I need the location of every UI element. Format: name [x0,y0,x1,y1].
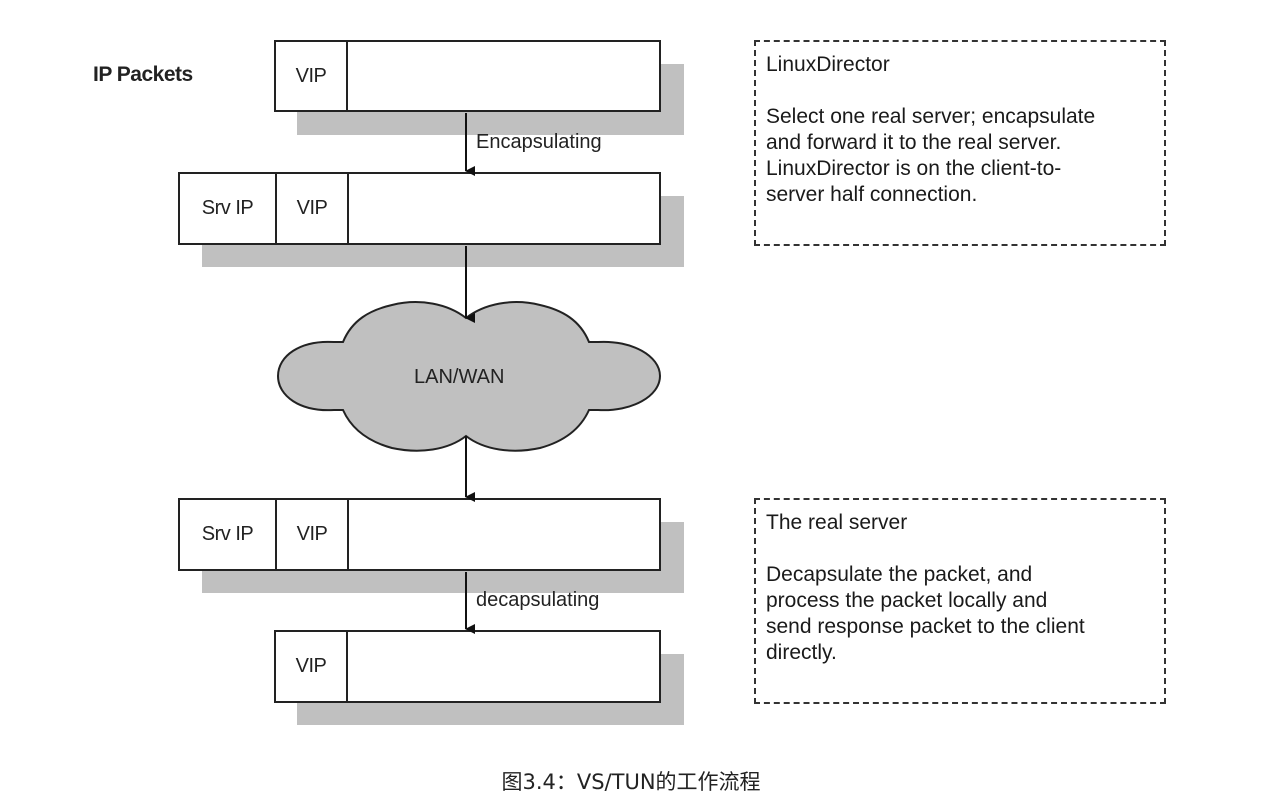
packet-field-vip: VIP [276,632,348,701]
note-title: LinuxDirector [766,53,890,76]
packet-received: Srv IP VIP [178,498,661,571]
encapsulating-label: Encapsulating [476,131,602,153]
packet-original: VIP [274,40,661,112]
packet-field-vip: VIP [276,42,348,110]
note-line: send response packet to the client [766,615,1085,638]
note-line: directly. [766,641,837,664]
packet-field-srv-ip: Srv IP [180,174,277,243]
figure-caption: 图3.4：VS/TUN的工作流程 [501,770,761,794]
note-line: LinuxDirector is on the client-to- [766,157,1062,180]
packet-decapsulated: VIP [274,630,661,703]
note-line: process the packet locally and [766,589,1048,612]
note-line: Decapsulate the packet, and [766,563,1033,586]
note-linuxdirector: LinuxDirector Select one real server; en… [754,40,1166,246]
note-line: Select one real server; encapsulate [766,105,1096,128]
packet-field-srv-ip: Srv IP [180,500,277,569]
note-title: The real server [766,511,908,534]
ip-packets-heading: IP Packets [93,63,193,86]
packet-field-vip: VIP [277,500,349,569]
note-line: and forward it to the real server. [766,131,1062,154]
packet-field-vip: VIP [277,174,349,243]
note-real-server: The real server Decapsulate the packet, … [754,498,1166,704]
packet-encapsulated: Srv IP VIP [178,172,661,245]
network-label: LAN/WAN [414,366,505,388]
note-line: server half connection. [766,183,978,206]
decapsulating-label: decapsulating [476,589,600,611]
